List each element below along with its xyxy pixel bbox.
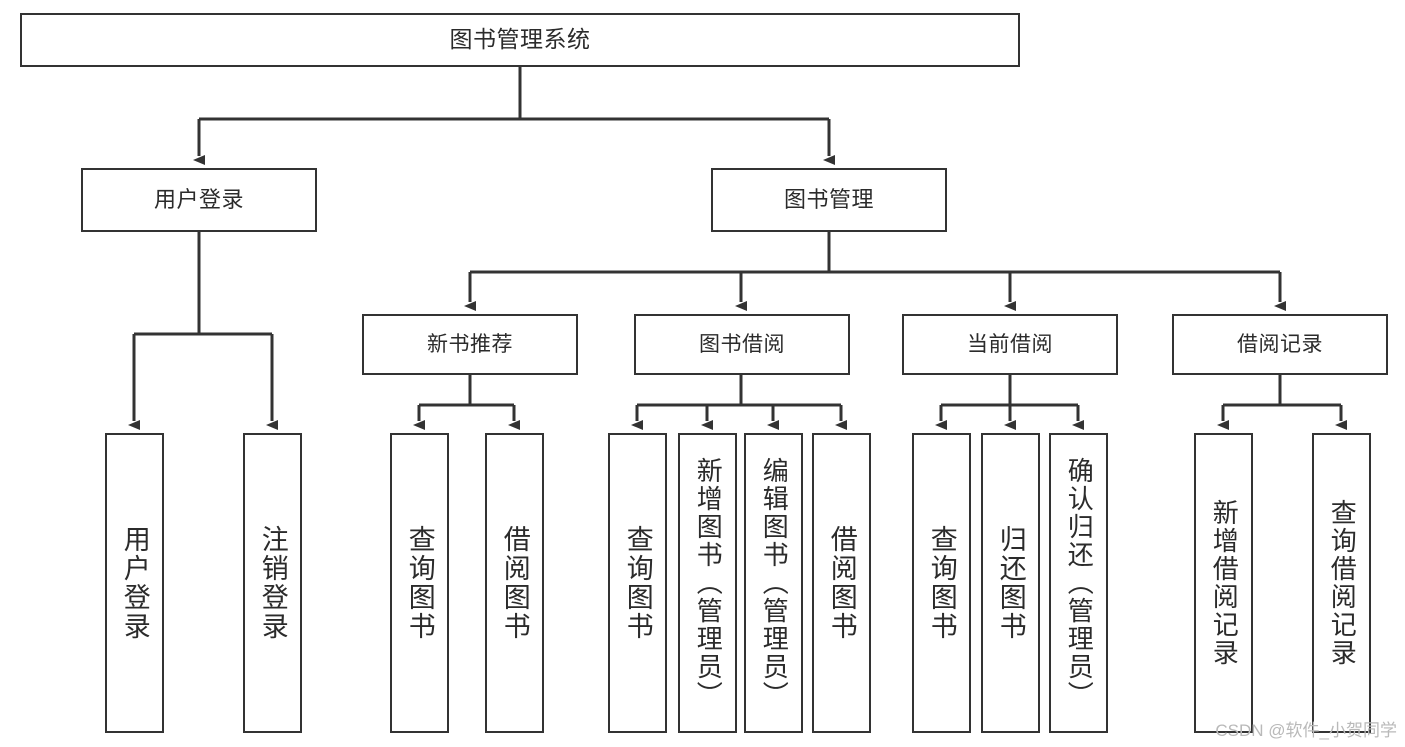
node-label: 借阅图书 — [826, 525, 857, 641]
leaf-borrow-borrow-book[interactable]: 借阅图书 — [812, 433, 871, 733]
watermark: CSDN @软件_小贺同学 — [1215, 721, 1397, 740]
node-new-book-recommend[interactable]: 新书推荐 — [362, 314, 578, 375]
node-label: 用户登录 — [119, 525, 150, 641]
node-current-borrow[interactable]: 当前借阅 — [902, 314, 1118, 375]
node-label: 查询图书 — [926, 525, 957, 641]
leaf-current-confirm-return-admin[interactable]: 确认归还（管理员） — [1049, 433, 1108, 733]
leaf-current-return-book[interactable]: 归还图书 — [981, 433, 1040, 733]
node-label: 用户登录 — [153, 186, 244, 212]
node-label: 查询图书 — [622, 525, 653, 641]
node-label: 新增借阅记录 — [1209, 499, 1240, 667]
node-user-login[interactable]: 用户登录 — [81, 168, 317, 232]
node-label: 新书推荐 — [427, 332, 513, 356]
leaf-user-login[interactable]: 用户登录 — [105, 433, 164, 733]
node-label: 注销登录 — [257, 525, 288, 641]
node-label: 查询图书 — [404, 525, 435, 641]
node-book-management[interactable]: 图书管理 — [711, 168, 947, 232]
leaf-user-logout[interactable]: 注销登录 — [243, 433, 302, 733]
node-label: 图书借阅 — [699, 332, 785, 356]
leaf-recommend-query-book[interactable]: 查询图书 — [390, 433, 449, 733]
node-label: 查询借阅记录 — [1327, 499, 1358, 667]
leaf-recommend-borrow-book[interactable]: 借阅图书 — [485, 433, 544, 733]
node-root-system[interactable]: 图书管理系统 — [20, 13, 1020, 67]
node-label: 归还图书 — [995, 525, 1026, 641]
leaf-borrow-query-book[interactable]: 查询图书 — [608, 433, 667, 733]
node-label: 借阅记录 — [1237, 332, 1323, 356]
node-label: 借阅图书 — [499, 525, 530, 641]
node-label: 确认归还（管理员） — [1064, 457, 1095, 709]
node-book-borrow[interactable]: 图书借阅 — [634, 314, 850, 375]
node-borrow-record[interactable]: 借阅记录 — [1172, 314, 1388, 375]
node-label: 当前借阅 — [967, 332, 1053, 356]
leaf-record-query-borrow-record[interactable]: 查询借阅记录 — [1312, 433, 1371, 733]
leaf-record-add-borrow-record[interactable]: 新增借阅记录 — [1194, 433, 1253, 733]
node-label: 图书管理系统 — [449, 26, 591, 53]
node-label: 编辑图书（管理员） — [759, 457, 790, 709]
leaf-borrow-edit-book-admin[interactable]: 编辑图书（管理员） — [744, 433, 803, 733]
node-label: 图书管理 — [783, 186, 874, 212]
leaf-current-query-book[interactable]: 查询图书 — [912, 433, 971, 733]
leaf-borrow-add-book-admin[interactable]: 新增图书（管理员） — [678, 433, 737, 733]
node-label: 新增图书（管理员） — [693, 457, 724, 709]
